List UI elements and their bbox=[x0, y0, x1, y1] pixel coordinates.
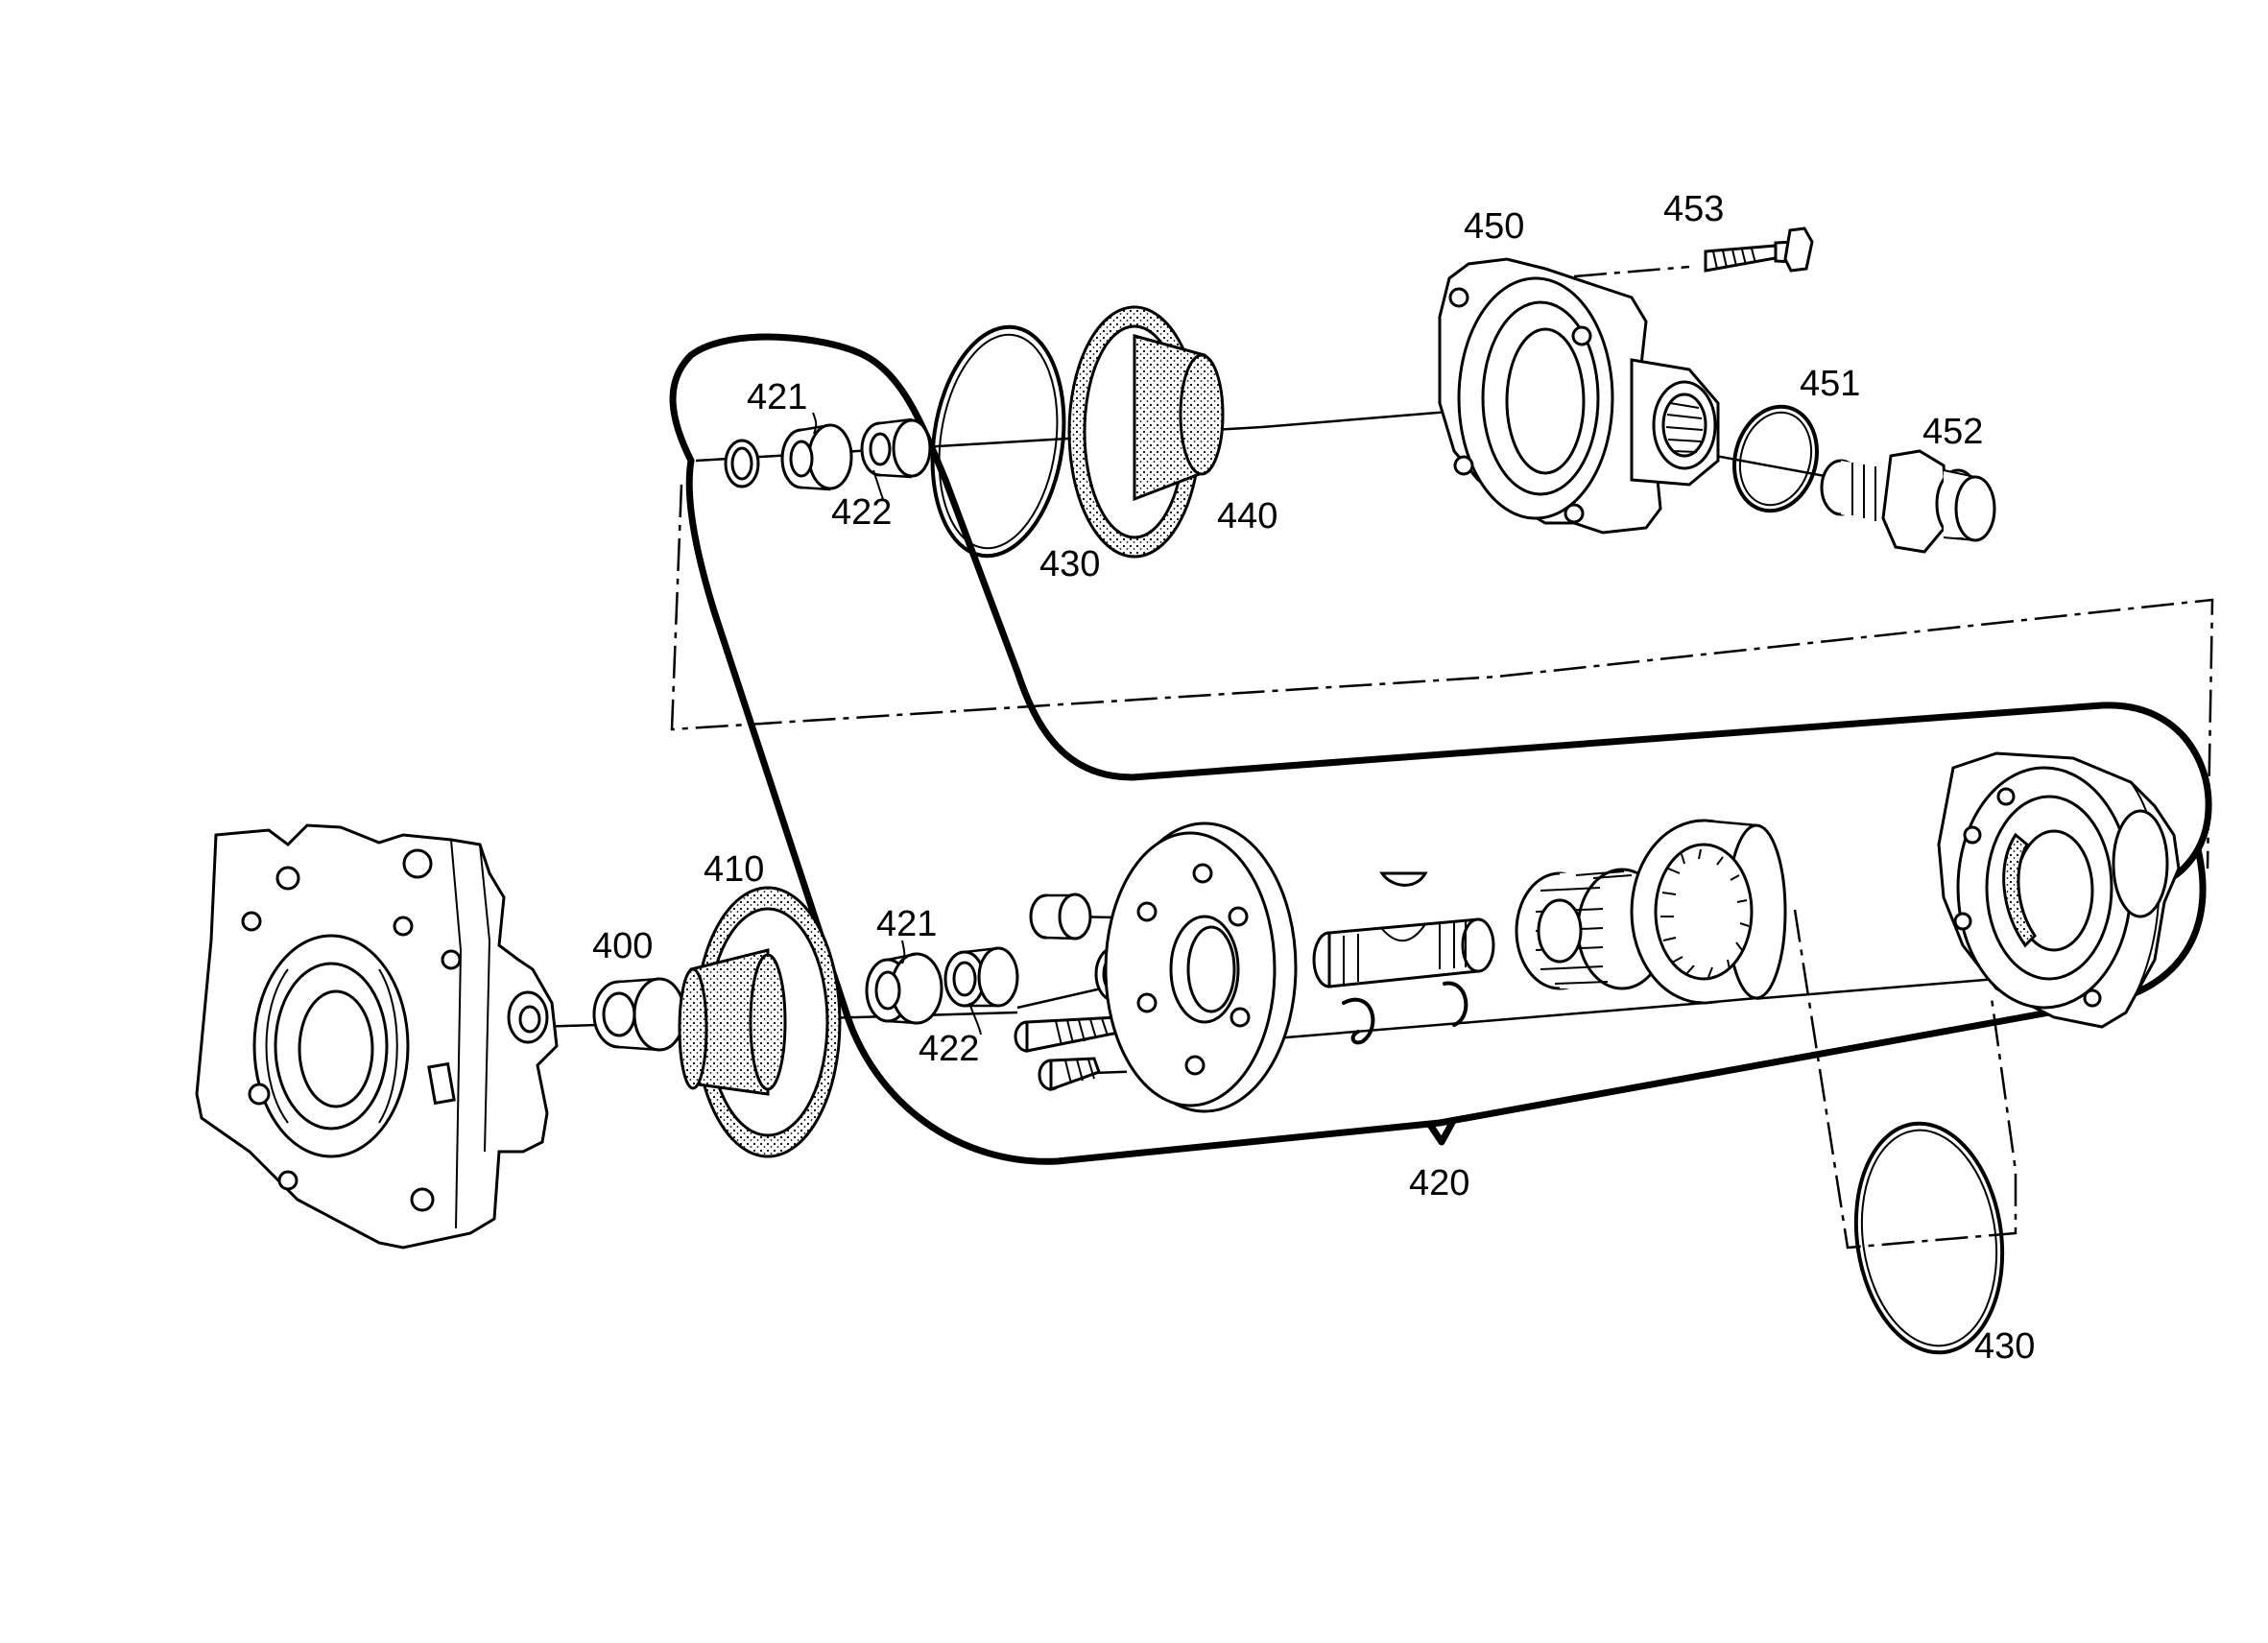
dash-frame-lower bbox=[1793, 909, 2017, 1250]
pump-housing bbox=[195, 823, 559, 1250]
callout-430-upper: 430 bbox=[1039, 544, 1100, 584]
o-ring-451 bbox=[1732, 404, 1819, 513]
callout-400: 400 bbox=[592, 926, 653, 966]
leader-422-upper bbox=[872, 469, 884, 500]
drive-shaft bbox=[1312, 917, 1495, 988]
flanged-seal-440 bbox=[1067, 305, 1225, 559]
screw-short bbox=[1038, 1057, 1101, 1092]
ring-upper-small bbox=[724, 439, 760, 488]
fitting-452 bbox=[1820, 449, 1996, 554]
callout-453: 453 bbox=[1663, 189, 1724, 229]
callout-420: 420 bbox=[1409, 1163, 1469, 1203]
bearing-421-upper bbox=[780, 423, 853, 491]
callout-421-upper: 421 bbox=[747, 377, 807, 417]
callout-430-lower: 430 bbox=[1974, 1326, 2035, 1367]
group-outline-420-lower bbox=[685, 457, 2207, 1165]
dowel-pin bbox=[1029, 893, 1092, 941]
flange-plate bbox=[1104, 822, 1298, 1113]
leader-422-lower bbox=[968, 1002, 982, 1036]
spur-gear bbox=[1515, 868, 1668, 990]
callout-421-lower: 421 bbox=[876, 904, 937, 944]
end-cover-lower bbox=[1937, 751, 2181, 1029]
callout-422-upper: 422 bbox=[831, 492, 892, 533]
leader-421-upper bbox=[812, 412, 818, 435]
o-ring-451-inner bbox=[1738, 411, 1813, 507]
o-ring-430-upper bbox=[930, 324, 1066, 559]
dash-frame-upper bbox=[670, 484, 2214, 869]
screw-long bbox=[1014, 1015, 1125, 1053]
callout-451: 451 bbox=[1800, 364, 1860, 404]
bolt-453 bbox=[1704, 226, 1814, 273]
leader-421-lower bbox=[901, 940, 906, 964]
flanged-sleeve-410 bbox=[678, 886, 842, 1158]
woodruff-key bbox=[1379, 871, 1428, 887]
bushing-422-upper bbox=[860, 417, 932, 479]
callout-410: 410 bbox=[704, 849, 764, 890]
axis-line-bolt bbox=[1573, 265, 1690, 278]
bushing-422-lower bbox=[943, 946, 1019, 1008]
internal-ring-gear bbox=[1630, 819, 1787, 1005]
bushing-400 bbox=[592, 977, 686, 1052]
callout-450: 450 bbox=[1464, 206, 1524, 247]
group-brace-tick-420 bbox=[1426, 1117, 1457, 1146]
retaining-clip-1 bbox=[1342, 997, 1375, 1045]
retaining-clip-2 bbox=[1443, 981, 1468, 1027]
callout-422-lower: 422 bbox=[919, 1029, 979, 1069]
callout-440: 440 bbox=[1217, 496, 1277, 536]
end-cover-450 bbox=[1438, 257, 1720, 535]
o-ring-430-lower bbox=[1853, 1121, 2005, 1355]
callout-452: 452 bbox=[1922, 412, 1983, 452]
bearing-421-lower bbox=[865, 952, 943, 1025]
